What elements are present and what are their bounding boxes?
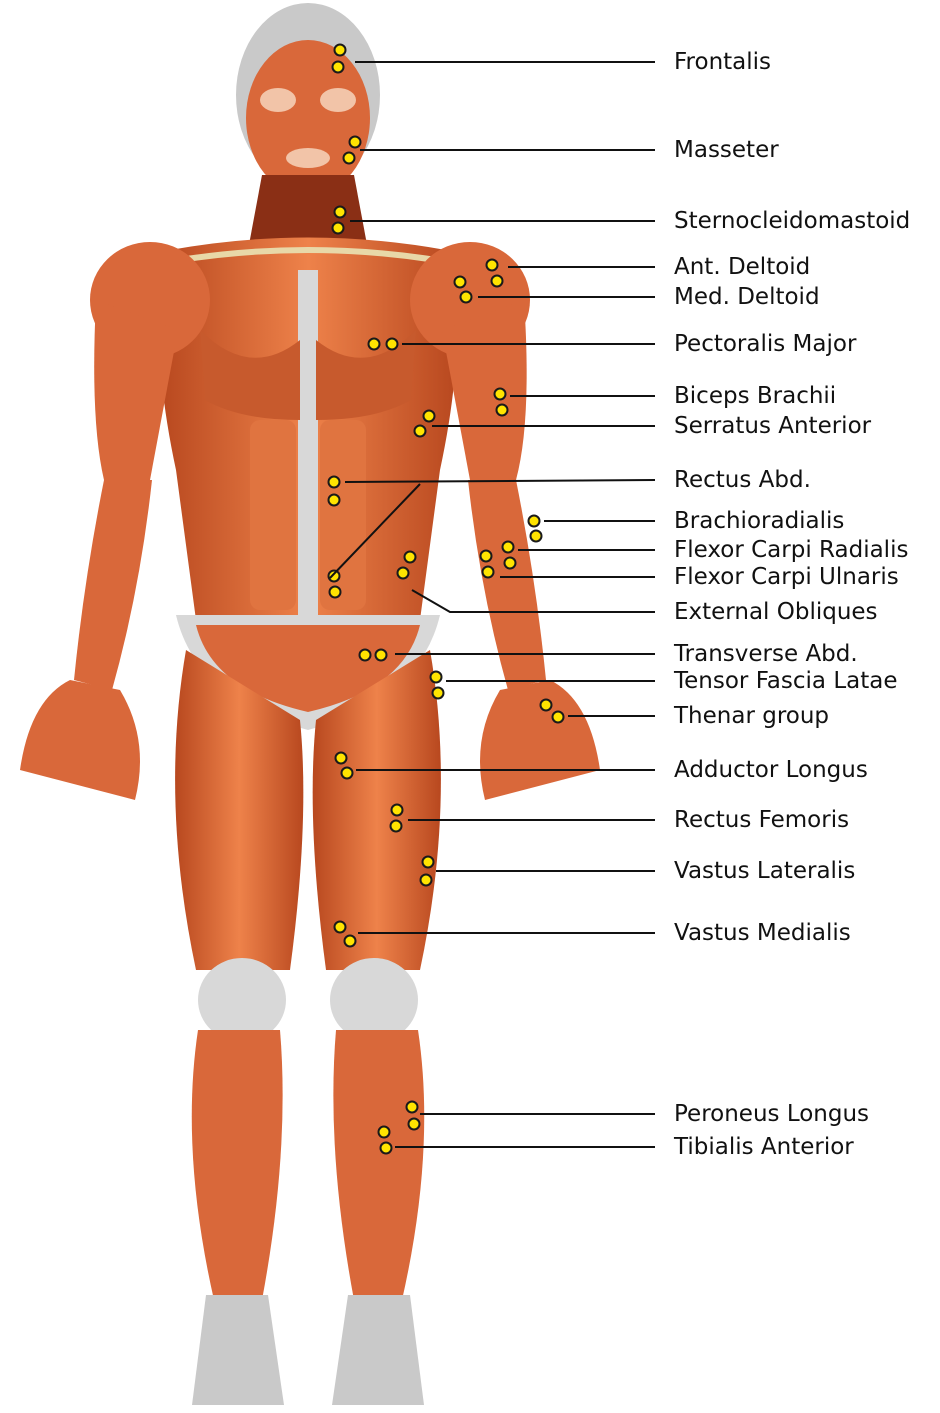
- label-frontalis: Frontalis: [674, 48, 771, 76]
- right-eye-muscle: [320, 88, 356, 112]
- label-flexor-carpi-ulnaris: Flexor Carpi Ulnaris: [674, 563, 899, 591]
- electrode-dot: [330, 587, 341, 598]
- electrode-dot-ant-deltoid: [492, 276, 503, 287]
- electrode-dot-flexor-carpi-ulnaris: [481, 551, 492, 562]
- label-vastus-medialis: Vastus Medialis: [674, 919, 851, 947]
- electrode-dot-frontalis: [335, 45, 346, 56]
- mouth-muscle: [286, 148, 330, 168]
- label-ant-deltoid: Ant. Deltoid: [674, 253, 810, 281]
- right-lower-leg: [333, 1030, 424, 1300]
- electrode-dot-ant-deltoid: [487, 260, 498, 271]
- electrode-dot-thenar-group: [541, 700, 552, 711]
- right-knee: [330, 958, 418, 1042]
- label-rectus-femoris: Rectus Femoris: [674, 806, 849, 834]
- label-brachioradialis: Brachioradialis: [674, 507, 844, 535]
- electrode-dot-transverse-abd: [360, 650, 371, 661]
- electrode-dot-rectus-abd: [329, 495, 340, 506]
- electrode-dot-masseter: [350, 137, 361, 148]
- electrode-dot-vastus-medialis: [335, 922, 346, 933]
- right-upper-arm: [442, 300, 527, 480]
- label-tensor-fascia-latae: Tensor Fascia Latae: [674, 667, 898, 695]
- right-forearm: [468, 480, 546, 690]
- left-forearm: [74, 480, 152, 690]
- right-abdominal: [320, 420, 366, 610]
- label-vastus-lateralis: Vastus Lateralis: [674, 857, 855, 885]
- electrode-dot-tensor-fascia-latae: [431, 672, 442, 683]
- label-rectus-abd: Rectus Abd.: [674, 466, 811, 494]
- electrode-dot-adductor-longus: [342, 768, 353, 779]
- electrode-dot-thenar-group: [553, 712, 564, 723]
- electrode-dot-brachioradialis: [529, 516, 540, 527]
- electrode-dot-vastus-medialis: [345, 936, 356, 947]
- linea-alba: [298, 270, 318, 620]
- left-upper-arm: [94, 300, 178, 480]
- label-external-obliques: External Obliques: [674, 598, 878, 626]
- label-masseter: Masseter: [674, 136, 779, 164]
- electrode-dot-adductor-longus: [336, 753, 347, 764]
- electrode-dot-peroneus-longus: [407, 1102, 418, 1113]
- electrode-dot-rectus-femoris: [392, 805, 403, 816]
- label-flexor-carpi-radialis: Flexor Carpi Radialis: [674, 536, 908, 564]
- label-serratus-anterior: Serratus Anterior: [674, 412, 871, 440]
- label-sternocleidomastoid: Sternocleidomastoid: [674, 207, 910, 235]
- electrode-dot-med-deltoid: [455, 277, 466, 288]
- label-tibialis-anterior: Tibialis Anterior: [674, 1133, 854, 1161]
- left-abdominal: [250, 420, 296, 610]
- face-muscles: [246, 40, 370, 196]
- electrode-dot-sternocleidomastoid: [335, 207, 346, 218]
- electrode-dot-external-obliques: [405, 552, 416, 563]
- electrode-dot-sternocleidomastoid: [333, 223, 344, 234]
- left-knee: [198, 958, 286, 1042]
- label-thenar-group: Thenar group: [674, 702, 829, 730]
- electrode-dot-external-obliques: [398, 568, 409, 579]
- electrode-dot-flexor-carpi-radialis: [503, 542, 514, 553]
- left-eye-muscle: [260, 88, 296, 112]
- electrode-dot-brachioradialis: [531, 531, 542, 542]
- body-silhouette: [20, 3, 600, 1405]
- electrode-dot-flexor-carpi-radialis: [505, 558, 516, 569]
- electrode-dot-tibialis-anterior: [379, 1127, 390, 1138]
- label-adductor-longus: Adductor Longus: [674, 756, 868, 784]
- electrode-dot-transverse-abd: [376, 650, 387, 661]
- left-hand: [20, 680, 140, 800]
- electrode-dot-flexor-carpi-ulnaris: [483, 567, 494, 578]
- electrode-dot-rectus-femoris: [391, 821, 402, 832]
- electrode-dot-masseter: [344, 153, 355, 164]
- label-transverse-abd: Transverse Abd.: [674, 640, 858, 668]
- label-peroneus-longus: Peroneus Longus: [674, 1100, 869, 1128]
- electrode-dot-med-deltoid: [461, 292, 472, 303]
- electrode-dot-biceps-brachii: [495, 389, 506, 400]
- electrode-dot-frontalis: [333, 62, 344, 73]
- label-med-deltoid: Med. Deltoid: [674, 283, 820, 311]
- electrode-dot-pectoralis-major: [369, 339, 380, 350]
- electrode-dot-tensor-fascia-latae: [433, 688, 444, 699]
- right-hand: [480, 680, 600, 800]
- electrode-dot-rectus-abd: [329, 477, 340, 488]
- left-foot: [192, 1295, 284, 1405]
- electrode-dot-pectoralis-major: [387, 339, 398, 350]
- right-foot: [332, 1295, 424, 1405]
- electrode-dot-serratus-anterior: [415, 426, 426, 437]
- electrode-dot-tibialis-anterior: [381, 1143, 392, 1154]
- label-biceps-brachii: Biceps Brachii: [674, 382, 836, 410]
- electrode-dot-serratus-anterior: [424, 411, 435, 422]
- electrode-dot: [329, 571, 340, 582]
- electrode-dot-biceps-brachii: [497, 405, 508, 416]
- left-lower-leg: [192, 1030, 283, 1300]
- electrode-dot-peroneus-longus: [409, 1119, 420, 1130]
- electrode-dot-vastus-lateralis: [423, 857, 434, 868]
- electrode-dot-vastus-lateralis: [421, 875, 432, 886]
- label-pectoralis-major: Pectoralis Major: [674, 330, 856, 358]
